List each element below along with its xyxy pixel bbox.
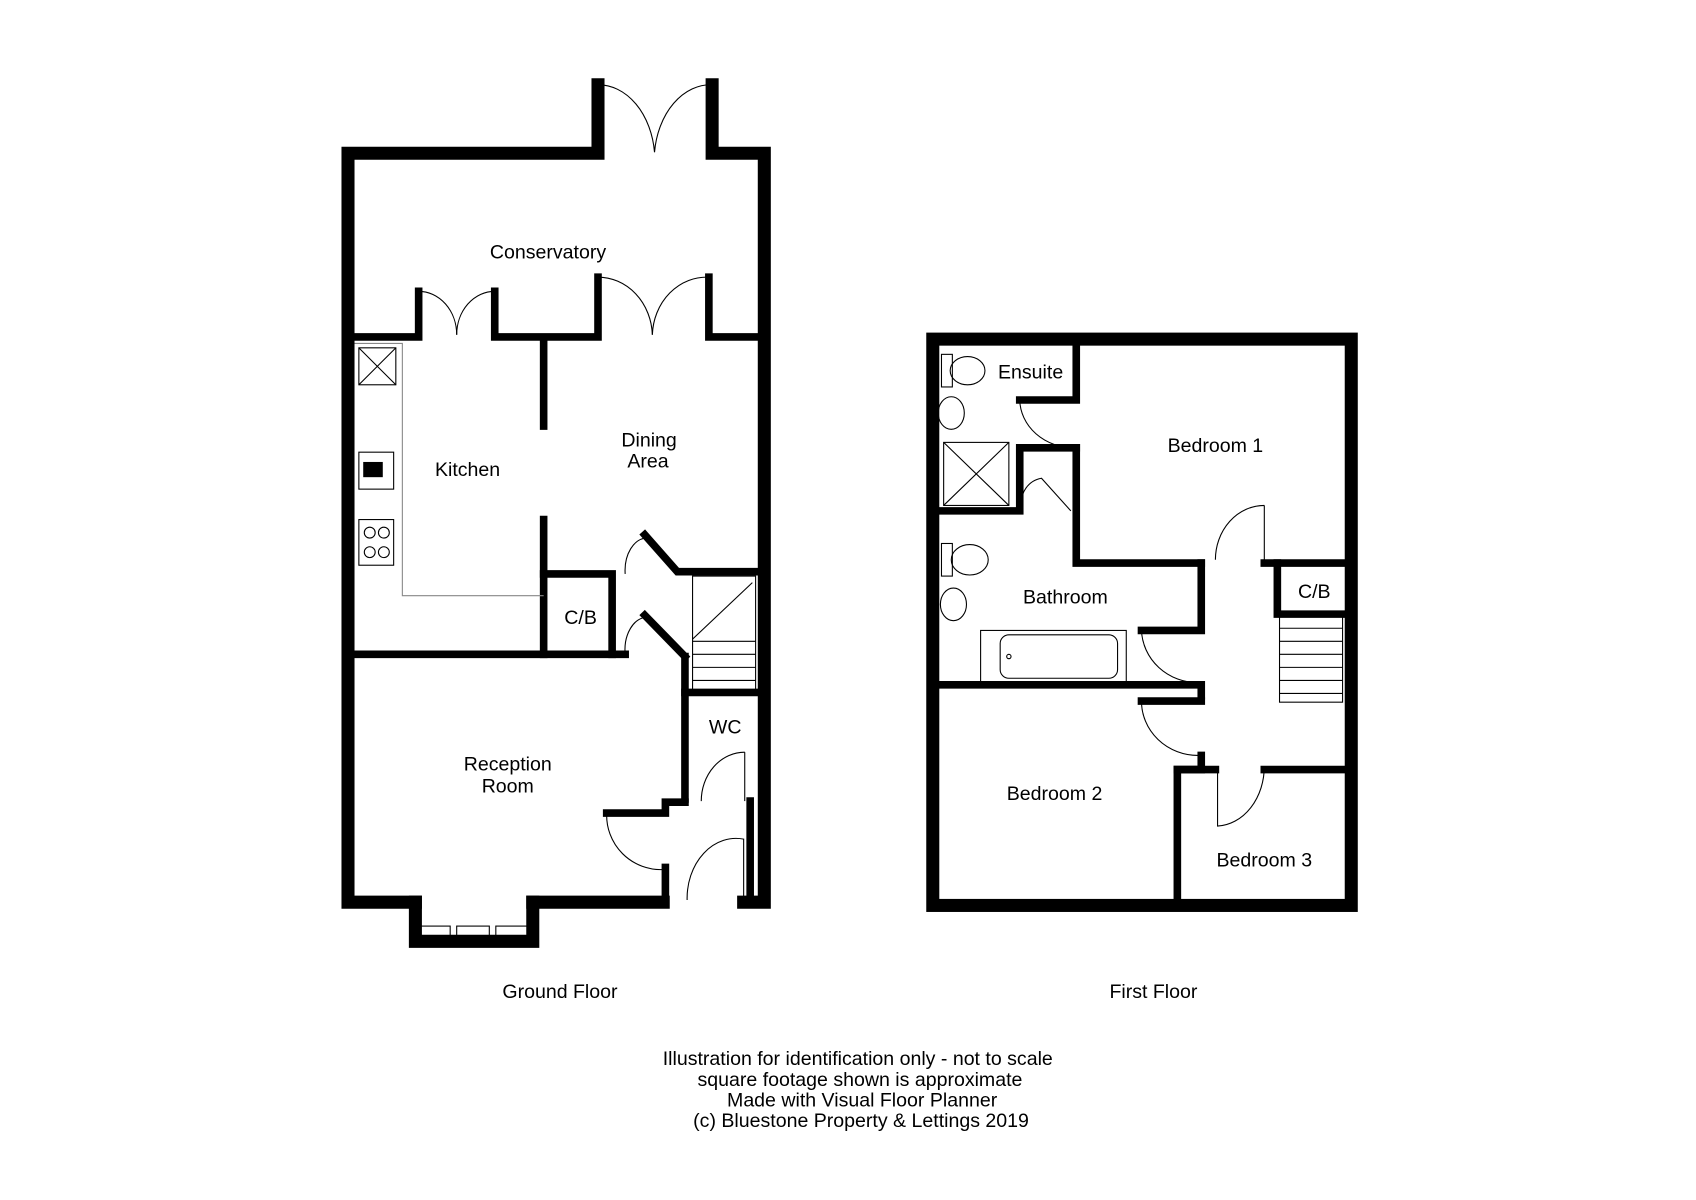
- french-door-icon: [597, 84, 713, 153]
- toilet-icon: [940, 353, 986, 388]
- ground-floor-plan: Conservatory Kitchen Dining Area C/B Rec…: [341, 78, 771, 1003]
- basin-icon: [939, 587, 968, 622]
- copyright-line: (c) Bluestone Property & Lettings 2019: [693, 1110, 1029, 1132]
- room-label-bedroom-3: Bedroom 3: [1216, 849, 1312, 871]
- staircase: [1278, 614, 1344, 703]
- room-label-kitchen: Kitchen: [435, 459, 500, 481]
- appliance-icon: [358, 347, 397, 386]
- room-label-reception: Reception: [464, 754, 552, 776]
- disclaimer-line-2: square footage shown is approximate: [698, 1069, 1023, 1091]
- sink-icon: [358, 451, 395, 490]
- bath-icon: [980, 629, 1127, 684]
- room-label-cb: C/B: [564, 607, 597, 629]
- room-label-bedroom-1: Bedroom 1: [1168, 435, 1264, 457]
- room-label-conservatory: Conservatory: [490, 242, 606, 264]
- bay-window: [417, 925, 529, 945]
- first-floor-title: First Floor: [1109, 981, 1197, 1003]
- room-label-area: Area: [627, 450, 668, 472]
- room-label-room: Room: [482, 775, 534, 797]
- staircase: [692, 575, 757, 691]
- disclaimer-line-1: Illustration for identification only - n…: [663, 1048, 1053, 1070]
- footer-notes: Illustration for identification only - n…: [663, 1048, 1053, 1132]
- toilet-icon: [940, 542, 989, 577]
- first-floor-plan: Ensuite Bedroom 1 Bathroom C/B Bedroom 2…: [926, 332, 1358, 1003]
- disclaimer-line-3: Made with Visual Floor Planner: [727, 1090, 998, 1112]
- room-label-dining: Dining: [621, 430, 676, 452]
- room-label-bathroom: Bathroom: [1023, 586, 1108, 608]
- basin-icon: [937, 396, 965, 430]
- hob-icon: [358, 519, 395, 566]
- room-label-bedroom-2: Bedroom 2: [1007, 783, 1103, 805]
- room-label-wc: WC: [709, 717, 742, 739]
- shower-icon: [943, 441, 1010, 506]
- room-label-cb: C/B: [1298, 581, 1331, 603]
- ground-floor-title: Ground Floor: [502, 981, 618, 1003]
- room-label-ensuite: Ensuite: [998, 361, 1063, 383]
